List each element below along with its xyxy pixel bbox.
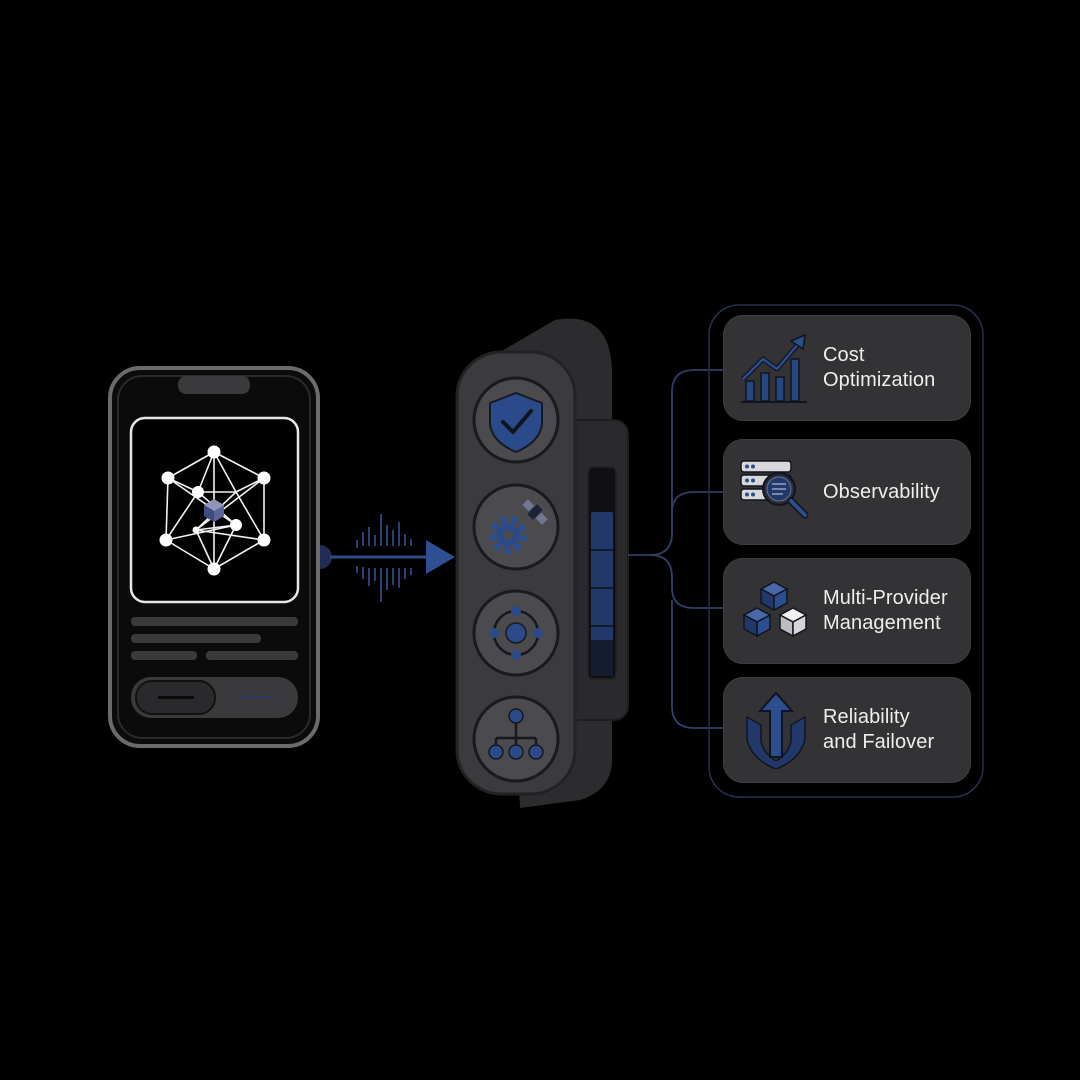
feature-label-cost: Cost Optimization [823, 344, 936, 391]
feature-card-cost: Cost Optimization [723, 315, 971, 421]
orbit-node-icon [489, 606, 543, 660]
smartphone [108, 366, 332, 748]
placeholder-lines [131, 617, 298, 660]
hierarchy-icon [488, 708, 544, 760]
connector-lines [628, 369, 723, 729]
server-search-icon [740, 460, 809, 519]
feature-label-multi-provider: Multi-Provider Management [823, 587, 948, 634]
cube-icon [204, 499, 224, 522]
cubes-icon [742, 581, 808, 638]
gear-satellite-icon [489, 499, 548, 554]
hub-circle-processing [472, 483, 560, 571]
feature-card-observability: Observability [723, 439, 971, 545]
hub-body [455, 350, 577, 796]
feature-card-multi-provider: Multi-Provider Management [723, 558, 971, 664]
feature-card-reliability: Reliability and Failover [723, 677, 971, 783]
phone-notch [178, 376, 250, 394]
feature-label-reliability: Reliability and Failover [823, 706, 935, 753]
gateway-hub [455, 318, 629, 808]
shield-check-icon [489, 391, 543, 454]
features-frame [708, 304, 984, 798]
shield-arrow-icon [746, 691, 806, 769]
feature-label-observability: Observability [823, 480, 940, 503]
neural-network-icon [165, 451, 265, 570]
growth-chart-icon [741, 333, 807, 403]
hub-status-bar [591, 512, 613, 676]
network-nodes [159, 445, 271, 576]
signal-arrow [330, 514, 455, 602]
